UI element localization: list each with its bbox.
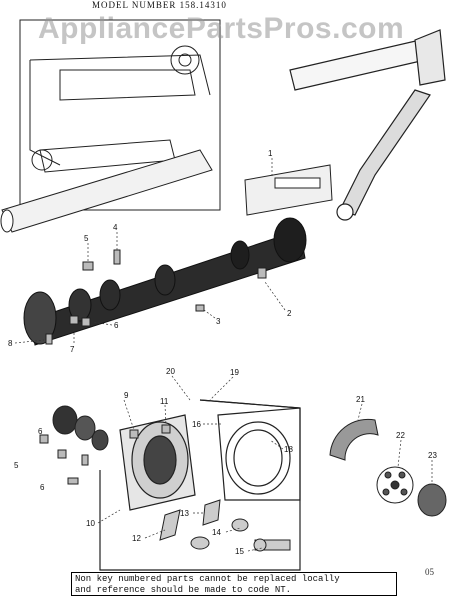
machine-arm: [59, 69, 196, 101]
callout-12: 12: [132, 534, 141, 543]
callout-3: 3: [216, 317, 221, 326]
callout-23: 23: [428, 451, 437, 460]
callout-5b: 5: [14, 461, 19, 470]
part-23-case: [417, 483, 447, 517]
note-line-1: Non key numbered parts cannot be replace…: [75, 574, 340, 584]
callout-labels: 1 2 3 4 5 6 7 8 9 10 11 12 13 14 15 16 1…: [8, 149, 437, 556]
main-shaft: [23, 217, 307, 346]
watermark: AppliancePartsPros.com: [38, 12, 405, 45]
screw-4: [113, 249, 121, 265]
lower-frame: [99, 399, 301, 571]
handwheel: [170, 45, 200, 75]
note-line-2: and reference should be made to code NT.: [75, 585, 292, 595]
callout-13: 13: [180, 509, 189, 518]
hook-assembly: [119, 414, 196, 511]
inset-frame: [19, 19, 221, 211]
callout-21: 21: [356, 395, 365, 404]
page-code: 05: [425, 567, 434, 577]
collar-4: [99, 279, 121, 311]
callout-16: 16: [192, 420, 201, 429]
retainer-ring: [217, 407, 301, 501]
callout-4: 4: [113, 223, 118, 232]
collar-3: [154, 264, 176, 296]
shaft-end-cam: [273, 217, 307, 263]
callout-14: 14: [212, 528, 221, 537]
callout-22: 22: [396, 431, 405, 440]
screw-3: [195, 304, 205, 312]
callout-6c: 6: [40, 483, 45, 492]
machine-outline: [29, 54, 211, 166]
part-21-shield: [329, 418, 379, 461]
model-number-header: MODEL NUMBER 158.14310: [92, 0, 227, 10]
upper-screws: [45, 249, 267, 345]
hook-assembly-small: [31, 149, 53, 171]
callout-15: 15: [235, 547, 244, 556]
callout-2: 2: [287, 309, 292, 318]
callout-19: 19: [230, 368, 239, 377]
small-parts-12-15: [159, 499, 291, 552]
screw-2: [257, 267, 267, 279]
upper-shaft-assembly: [289, 29, 446, 221]
leader-lines: [14, 158, 433, 552]
shaft-highlight: [1, 149, 213, 233]
callout-6b: 6: [38, 427, 43, 436]
part-1-plate: [244, 164, 333, 216]
upper-rod: [289, 39, 426, 91]
machine-inset: [0, 19, 221, 233]
callout-11: 11: [160, 397, 169, 406]
callout-6a: 6: [114, 321, 119, 330]
callout-20: 20: [166, 367, 175, 376]
callout-8: 8: [8, 339, 13, 348]
callout-5a: 5: [84, 234, 89, 243]
callout-1: 1: [268, 149, 273, 158]
callout-18: 18: [284, 445, 293, 454]
lower-left-parts: [39, 405, 171, 485]
gear-8: [23, 291, 57, 345]
screw-8: [45, 333, 53, 345]
bobbin-parts: [329, 418, 447, 517]
callout-7: 7: [70, 345, 75, 354]
crank-arm: [339, 89, 431, 216]
callout-10: 10: [86, 519, 95, 528]
screw-5: [82, 261, 94, 271]
replacement-note: Non key numbered parts cannot be replace…: [71, 572, 397, 596]
callout-9: 9: [124, 391, 129, 400]
